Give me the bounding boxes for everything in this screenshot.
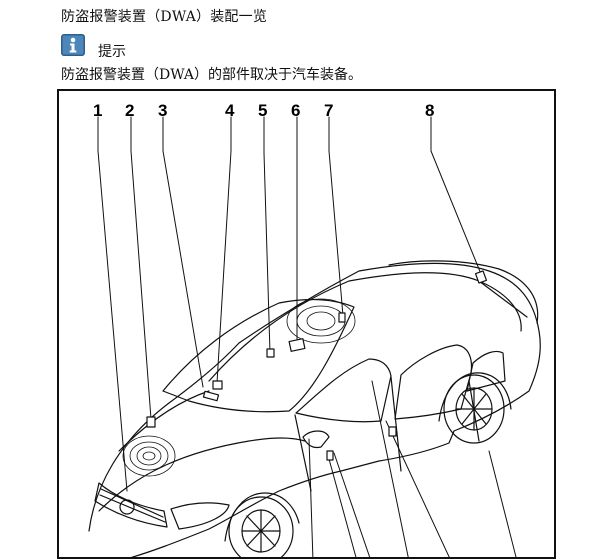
- car-body-outline: [88, 262, 541, 557]
- side-window-rear: [394, 344, 473, 420]
- front-grille: [94, 482, 168, 528]
- windshield: [162, 298, 355, 413]
- note-label: 提示: [98, 44, 126, 60]
- info-icon: [60, 33, 86, 57]
- roof-outline: [208, 272, 522, 382]
- callout-7: 7: [324, 101, 334, 120]
- component-markers: [146, 270, 488, 461]
- callout-2: 2: [125, 101, 135, 120]
- callout-3: 3: [158, 101, 168, 120]
- callout-5: 5: [258, 101, 268, 120]
- callout-1: 1: [93, 101, 103, 120]
- side-mirror: [302, 430, 330, 449]
- sensor-ripples: [122, 435, 176, 477]
- callout-6: 6: [291, 101, 301, 120]
- vw-emblem-icon: [119, 499, 135, 515]
- leader-lines: [97, 116, 517, 557]
- callout-4: 4: [225, 101, 235, 120]
- headlight: [170, 502, 230, 530]
- front-wheel: [228, 496, 294, 557]
- side-window-front: [295, 358, 392, 423]
- document-title: 防盗报警装置（DWA）装配一览: [61, 9, 268, 25]
- note-text: 防盗报警装置（DWA）的部件取决于汽车装备。: [61, 67, 363, 83]
- car-diagram: 1 2 3 4 5 6 7 8: [57, 89, 556, 559]
- rear-wheel: [443, 374, 505, 444]
- callout-8: 8: [425, 101, 435, 120]
